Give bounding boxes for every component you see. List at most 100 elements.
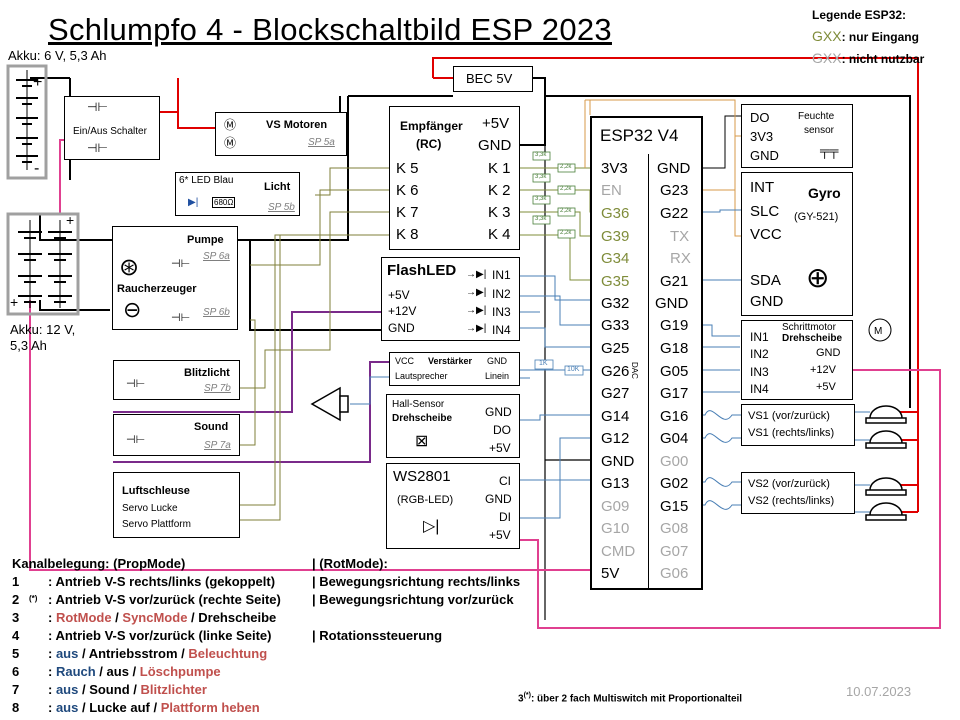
vs1-side: VS1 (rechts/links) bbox=[748, 427, 835, 439]
feuchte-subtitle: sensor bbox=[804, 125, 835, 136]
vs2: VS2 (vor/zurück) VS2 (rechts/links) bbox=[741, 472, 855, 514]
led-icon: →▶| bbox=[466, 287, 487, 298]
pump-icon: ⊛ bbox=[119, 254, 140, 281]
led-icon: →▶| bbox=[466, 305, 487, 316]
esp-pin: G05 bbox=[660, 363, 689, 380]
battery-6v-graphic bbox=[6, 64, 48, 180]
switch-icon: ⊣⊢ bbox=[87, 141, 108, 155]
flash-pin-in4: IN4 bbox=[492, 323, 511, 337]
raucher-label: Raucherzeuger bbox=[117, 283, 197, 295]
esp-pin: G06 bbox=[660, 565, 689, 582]
vs-motoren-sp: SP 5a bbox=[308, 137, 335, 148]
vs2-forward: VS2 (vor/zurück) bbox=[748, 478, 830, 490]
stepper-pin-in1: IN1 bbox=[750, 330, 769, 344]
resistor-label: 2,2k bbox=[560, 230, 572, 236]
flash-pin-in3: IN3 bbox=[492, 305, 511, 319]
blitz-label: Blitzlicht bbox=[184, 367, 230, 379]
stepper-pin-in3: IN3 bbox=[750, 365, 769, 379]
esp-pin: G25 bbox=[601, 340, 630, 357]
luft-label: Luftschleuse bbox=[122, 485, 190, 497]
esp32-title: ESP32 V4 bbox=[600, 126, 679, 145]
amp-gnd: GND bbox=[487, 356, 507, 366]
sound: Sound SP 7a ⊣⊢ bbox=[113, 414, 240, 456]
esp-pin: G23 bbox=[660, 182, 689, 199]
wire-pink bbox=[29, 300, 598, 571]
resistor-label: 2,2k bbox=[560, 208, 572, 214]
moisture-sensor-icon: ╤╤ bbox=[820, 143, 839, 158]
sound-label: Sound bbox=[194, 421, 229, 433]
blitz-sp: SP 7b bbox=[204, 383, 231, 394]
channel-rotmode: | Rotationssteuerung bbox=[312, 628, 443, 643]
luft-servo-plattform: Servo Plattform bbox=[122, 519, 191, 530]
esp32-dac: DAC bbox=[630, 362, 639, 379]
stepper-subtitle: Drehscheibe bbox=[782, 333, 843, 344]
receiver-pin-k5: K 5 bbox=[396, 160, 419, 177]
esp-pin: G02 bbox=[660, 475, 689, 492]
luftschleuse: Luftschleuse Servo Lucke Servo Plattform bbox=[113, 472, 240, 538]
esp-pin: G18 bbox=[660, 340, 689, 357]
led-icon: →▶| bbox=[466, 269, 487, 280]
esp-pin: G22 bbox=[660, 205, 689, 222]
channel-description: : aus / Sound / Blitzlichter bbox=[48, 682, 207, 697]
esp-pin: G00 bbox=[660, 453, 689, 470]
legend-unusable: GXX: nicht nutzbar bbox=[812, 50, 925, 66]
feuchte-title: Feuchte bbox=[798, 111, 835, 122]
esp-pin: G26 bbox=[601, 363, 630, 380]
battery-6v-plus: + bbox=[33, 74, 43, 91]
esp-pin: G15 bbox=[660, 498, 689, 515]
esp-pin: G27 bbox=[601, 385, 630, 402]
stepper-pin-in4: IN4 bbox=[750, 382, 769, 396]
channels-header-rot: | (RotMode): bbox=[312, 556, 388, 571]
receiver-pin-k4: K 4 bbox=[488, 226, 511, 243]
channel-number: 3 bbox=[12, 610, 20, 625]
hall-pin-do: DO bbox=[493, 423, 511, 437]
receiver-pin-k6: K 6 bbox=[396, 182, 419, 199]
channel-rotmode: | Bewegungsrichtung rechts/links bbox=[312, 574, 521, 589]
resistor-label: 3,3k bbox=[535, 216, 547, 222]
licht-sp: SP 5b bbox=[268, 202, 295, 213]
esp-pin: G13 bbox=[601, 475, 630, 492]
licht-label: Licht bbox=[264, 181, 291, 193]
gyro-pin-gnd: GND bbox=[750, 293, 784, 310]
motor-icon: Ⓜ bbox=[224, 118, 237, 132]
hall-pin-5v: +5V bbox=[489, 441, 511, 455]
ws-pin-5v: +5V bbox=[489, 528, 511, 542]
channel-number: 4 bbox=[12, 628, 20, 643]
power-switch-label: Ein/Aus Schalter bbox=[73, 126, 147, 137]
battery-12v-label-2: 5,3 Ah bbox=[10, 338, 47, 353]
ws-title: WS2801 bbox=[393, 468, 451, 485]
stepper-pin-12v: +12V bbox=[810, 364, 836, 376]
wire-red-main bbox=[432, 57, 919, 512]
amplifier: VCC Verstärker GND Lautsprecher Linein bbox=[389, 352, 520, 386]
channel-rotmode: | Bewegungsrichtung vor/zurück bbox=[312, 592, 514, 607]
luft-servo-lucke: Servo Lucke bbox=[122, 503, 178, 514]
legend-heading: Legende ESP32: bbox=[812, 8, 907, 22]
resistor-label: 3,3k bbox=[535, 174, 547, 180]
resistor-label: 10K bbox=[567, 366, 580, 373]
amp-linein: Linein bbox=[485, 371, 510, 381]
footnote: 3(*): über 2 fach Multiswitch mit Propor… bbox=[518, 692, 743, 705]
ws-pin-ci: CI bbox=[499, 474, 511, 488]
flash-pin-5v: +5V bbox=[388, 288, 410, 302]
raucher-sp: SP 6b bbox=[203, 307, 230, 318]
gyro: INT SLC VCC SDA GND Gyro (GY-521) ⊕ bbox=[741, 172, 853, 316]
resistor-label: 3,3k bbox=[535, 196, 547, 202]
stepper-pin-in2: IN2 bbox=[750, 347, 769, 361]
ws-pin-di: DI bbox=[499, 510, 511, 524]
smoke-generator-icon: ⊖ bbox=[123, 297, 142, 322]
receiver: Empfänger (RC) K 5 K 6 K 7 K 8 +5V GND K… bbox=[389, 106, 520, 250]
gyro-icon: ⊕ bbox=[806, 262, 830, 293]
resistor-label: 3,3k bbox=[535, 152, 547, 158]
channel-number: 5 bbox=[12, 646, 20, 661]
vs-motoren-label: VS Motoren bbox=[266, 119, 328, 131]
date: 10.07.2023 bbox=[846, 684, 912, 699]
esp-pin: G19 bbox=[660, 317, 689, 334]
receiver-subtitle: (RC) bbox=[416, 137, 442, 151]
esp-pin: G36 bbox=[601, 205, 630, 222]
amp-speaker: Lautsprecher bbox=[395, 371, 448, 381]
esp-pin: RX bbox=[670, 250, 691, 267]
bec-label: BEC 5V bbox=[466, 71, 513, 86]
channel-number: 7 bbox=[12, 682, 20, 697]
esp-pin: G33 bbox=[601, 317, 630, 334]
receiver-pin-k8: K 8 bbox=[396, 226, 419, 243]
